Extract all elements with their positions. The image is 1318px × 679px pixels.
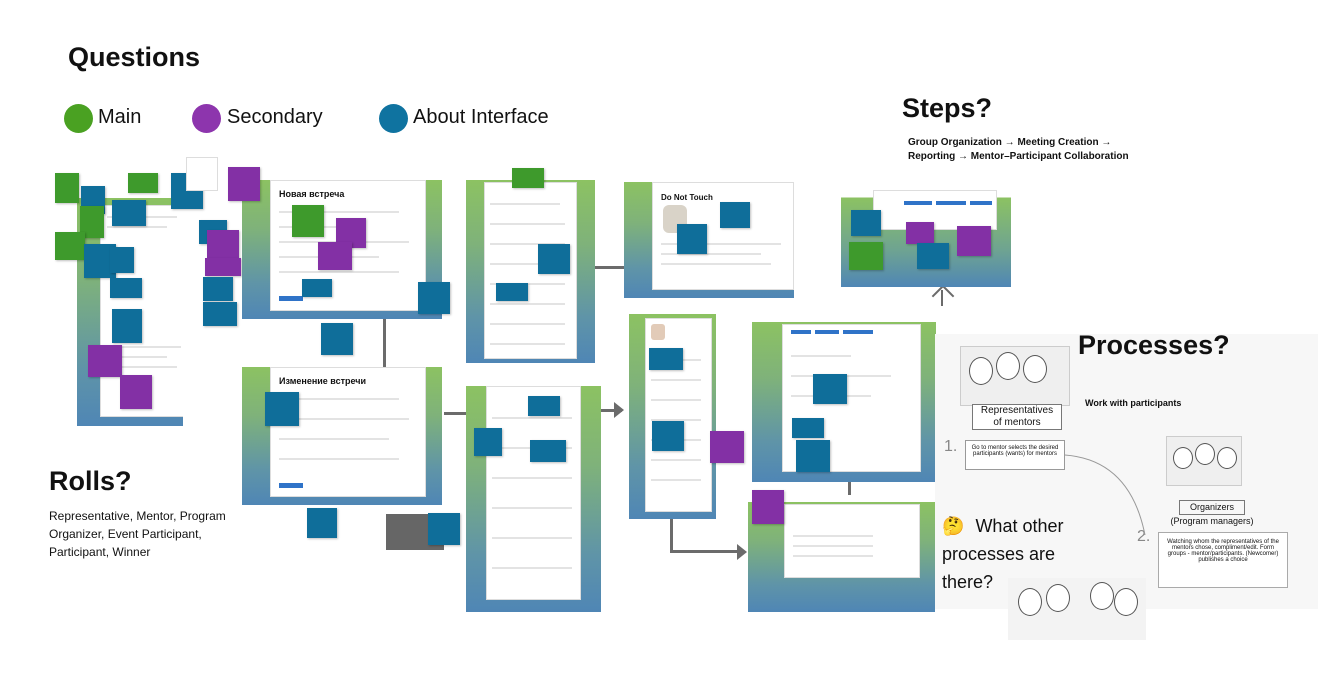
representatives-label-line-1: Representatives — [980, 405, 1054, 416]
sticky-secondary — [88, 345, 122, 377]
legend-label-main: Main — [98, 106, 142, 128]
sticky-secondary — [207, 230, 239, 260]
question-line-2: processes are — [942, 544, 1056, 564]
sticky-interface — [112, 309, 142, 343]
sticky-interface — [110, 247, 134, 273]
question-line-3: there? — [942, 572, 994, 592]
sticky-secondary — [752, 490, 784, 524]
sticky-main — [55, 173, 79, 203]
steps-line-1: Group Organization → Meeting Creation → — [908, 137, 1112, 148]
profile-photo — [651, 324, 665, 340]
sticky-interface — [792, 418, 824, 438]
sticky-secondary — [710, 431, 744, 463]
step-1-box: Go to mentor selects the desired partici… — [965, 440, 1065, 470]
step-2-box: Watching whom the representatives of the… — [1158, 532, 1288, 588]
dropdown-preview — [186, 157, 218, 191]
save-button-preview — [279, 483, 303, 488]
legend-dot-secondary — [192, 104, 221, 133]
legend-label-about-interface: About Interface — [413, 106, 549, 128]
sticky-secondary — [318, 242, 352, 270]
sticky-interface — [917, 243, 949, 269]
organizers-label-line-2: (Program managers) — [1170, 516, 1254, 526]
representatives-label-line-2: of mentors — [993, 417, 1041, 428]
sticky-interface — [528, 396, 560, 416]
sticky-interface — [203, 302, 237, 326]
step-number-1: 1. — [944, 438, 958, 455]
sticky-interface — [112, 200, 146, 226]
rolls-text: Representative, Mentor, Program Organize… — [49, 509, 226, 559]
bottom-sketch — [1008, 578, 1146, 640]
screen-groups-edit-panel — [784, 504, 920, 578]
sticky-interface — [530, 440, 566, 462]
connector-h-2 — [595, 266, 625, 269]
sticky-main — [292, 205, 324, 237]
sticky-interface — [321, 323, 353, 355]
processes-heading: Processes? — [1078, 330, 1230, 360]
sticky-interface — [302, 279, 332, 297]
sticky-main — [128, 173, 158, 193]
arrow-head-2 — [737, 544, 747, 560]
sticky-secondary — [228, 167, 260, 201]
organizers-sketch — [1166, 436, 1242, 486]
step-number-2: 2. — [1137, 528, 1151, 545]
sticky-main — [55, 232, 85, 260]
sticky-secondary — [957, 226, 991, 256]
steps-heading: Steps? — [902, 93, 993, 123]
rolls-heading: Rolls? — [49, 466, 132, 496]
sticky-secondary — [205, 258, 241, 276]
connector-h-1 — [444, 412, 466, 415]
arrow-head-1 — [614, 402, 624, 418]
process-curve — [1064, 454, 1146, 536]
sticky-interface — [538, 244, 570, 274]
screen-edit-meeting-panel: Изменение встречи — [270, 367, 426, 497]
sticky-interface — [652, 421, 684, 451]
sticky-secondary — [906, 222, 934, 244]
sticky-interface — [307, 508, 337, 538]
representatives-sketch — [960, 346, 1070, 406]
legend-dot-main — [64, 104, 93, 133]
sticky-main — [849, 242, 883, 270]
sticky-interface — [428, 513, 460, 545]
sticky-interface — [649, 348, 683, 370]
profile-title: Do Not Touch — [661, 193, 713, 202]
sticky-secondary — [120, 375, 152, 409]
sticky-interface — [265, 392, 299, 426]
sticky-interface — [851, 210, 881, 236]
sticky-interface — [418, 282, 450, 314]
sticky-interface — [677, 224, 707, 254]
arrow-up-head — [931, 284, 955, 308]
connector-h-3 — [600, 409, 622, 412]
representatives-label-box: Representatives of mentors — [972, 404, 1062, 430]
new-meeting-title: Новая встреча — [279, 189, 345, 199]
sticky-interface — [110, 278, 142, 298]
board-title: Questions — [68, 42, 201, 72]
screen-steps-panel — [873, 190, 997, 230]
connector-vertical-1 — [383, 319, 386, 369]
sticky-interface — [720, 202, 750, 228]
connector-v-4 — [941, 290, 943, 306]
question-line-1: What other — [975, 516, 1064, 536]
sticky-interface — [496, 283, 528, 301]
edit-meeting-title: Изменение встречи — [279, 376, 367, 386]
organizers-label: Organizers (Program managers) — [1162, 500, 1262, 528]
screen-profile-panel: Do Not Touch — [652, 182, 794, 290]
sticky-interface — [796, 440, 830, 472]
connector-v-2 — [670, 518, 673, 552]
steps-line-2: Reporting → Mentor–Participant Collabora… — [908, 151, 1129, 162]
legend-dot-about-interface — [379, 104, 408, 133]
sticky-interface — [203, 277, 233, 301]
screen-participants-grid-panel — [486, 386, 581, 600]
sticky-interface — [474, 428, 502, 456]
thinking-face-icon: 🤔 — [942, 516, 965, 536]
legend-label-secondary: Secondary — [227, 106, 323, 128]
processes-subheading: Work with participants — [1085, 398, 1182, 408]
sticky-interface — [813, 374, 847, 404]
question-block: 🤔 What other processes are there? — [942, 512, 1063, 596]
submit-button-preview — [279, 296, 303, 301]
sticky-main — [512, 168, 544, 188]
connector-h-4 — [670, 550, 740, 553]
organizers-label-line-1: Organizers — [1178, 500, 1245, 515]
